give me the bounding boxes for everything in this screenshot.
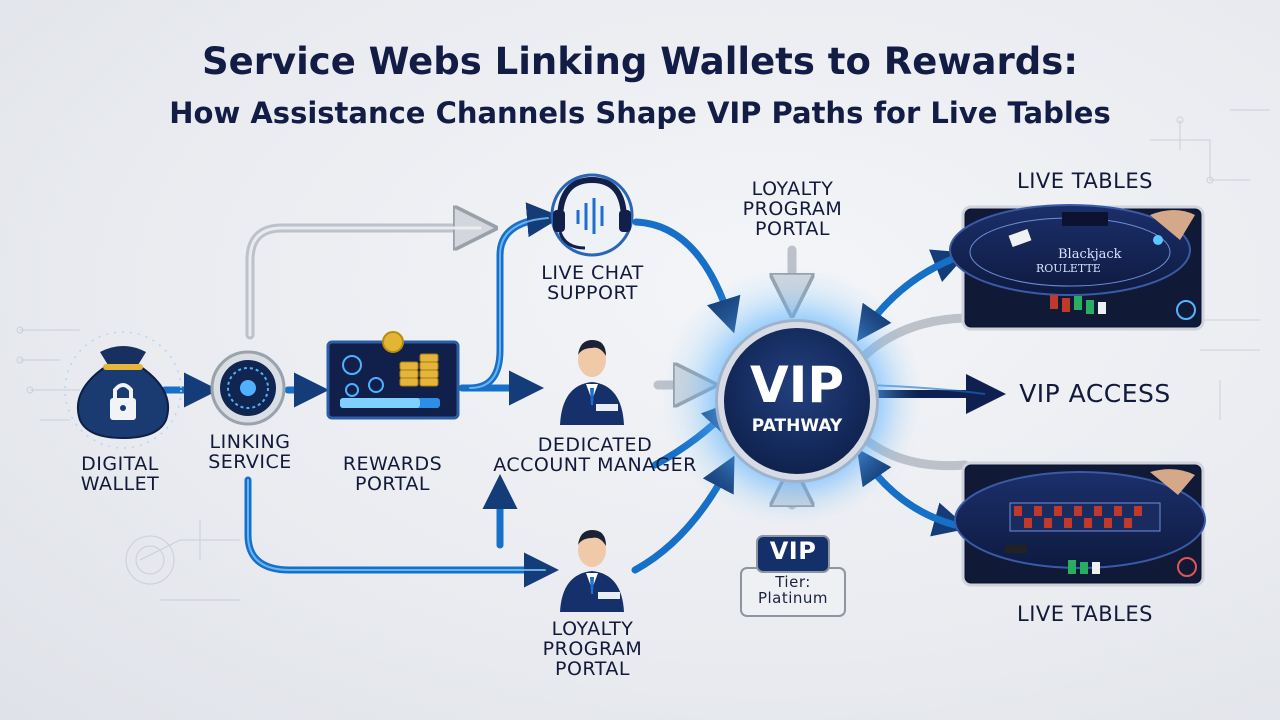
live-table-bottom-image <box>954 461 1206 587</box>
vip-pathway-hub: VIP PATHWAY <box>718 322 876 480</box>
live-table-top-image: Blackjack ROULETTE <box>949 204 1205 331</box>
link-dial-icon <box>210 350 286 426</box>
svg-text:Blackjack: Blackjack <box>1058 247 1122 262</box>
diagram-title: Service Webs Linking Wallets to Rewards: <box>201 40 1079 83</box>
live-tables-bottom-label: LIVE TABLES <box>1017 602 1153 626</box>
linking-service-label: LINKING SERVICE <box>208 431 292 473</box>
rewards-portal-label: REWARDS PORTAL <box>342 453 443 495</box>
circuit-decoration <box>16 109 1270 601</box>
loyalty-portal-top-label: LOYALTY PROGRAM PORTAL <box>742 178 843 240</box>
vip-pathway-small: PATHWAY <box>751 416 843 436</box>
headset-icon <box>550 173 634 257</box>
money-bag-lock-icon <box>64 331 182 449</box>
roulette-grid <box>1009 502 1161 532</box>
vip-tier-badge <box>740 535 846 617</box>
live-chat-label: LIVE CHAT SUPPORT <box>541 262 644 304</box>
vip-badge-big: VIP <box>769 537 817 565</box>
account-manager-label: DEDICATED ACCOUNT MANAGER <box>493 434 697 476</box>
vip-access-label: VIP ACCESS <box>1019 379 1171 408</box>
live-tables-top-label: LIVE TABLES <box>1017 169 1153 193</box>
vip-pathway-big: VIP <box>750 356 844 414</box>
svg-text:ROULETTE: ROULETTE <box>1036 262 1101 275</box>
monitor-coins-icon <box>326 331 460 420</box>
digital-wallet-label: DIGITAL WALLET <box>80 453 160 495</box>
diagram-subtitle: How Assistance Channels Shape VIP Paths … <box>169 96 1111 130</box>
vip-badge-small: Tier: Platinum <box>757 573 829 607</box>
person-icon <box>560 530 624 612</box>
loyalty-portal-bottom-label: LOYALTY PROGRAM PORTAL <box>542 618 643 680</box>
person-icon <box>560 340 624 425</box>
